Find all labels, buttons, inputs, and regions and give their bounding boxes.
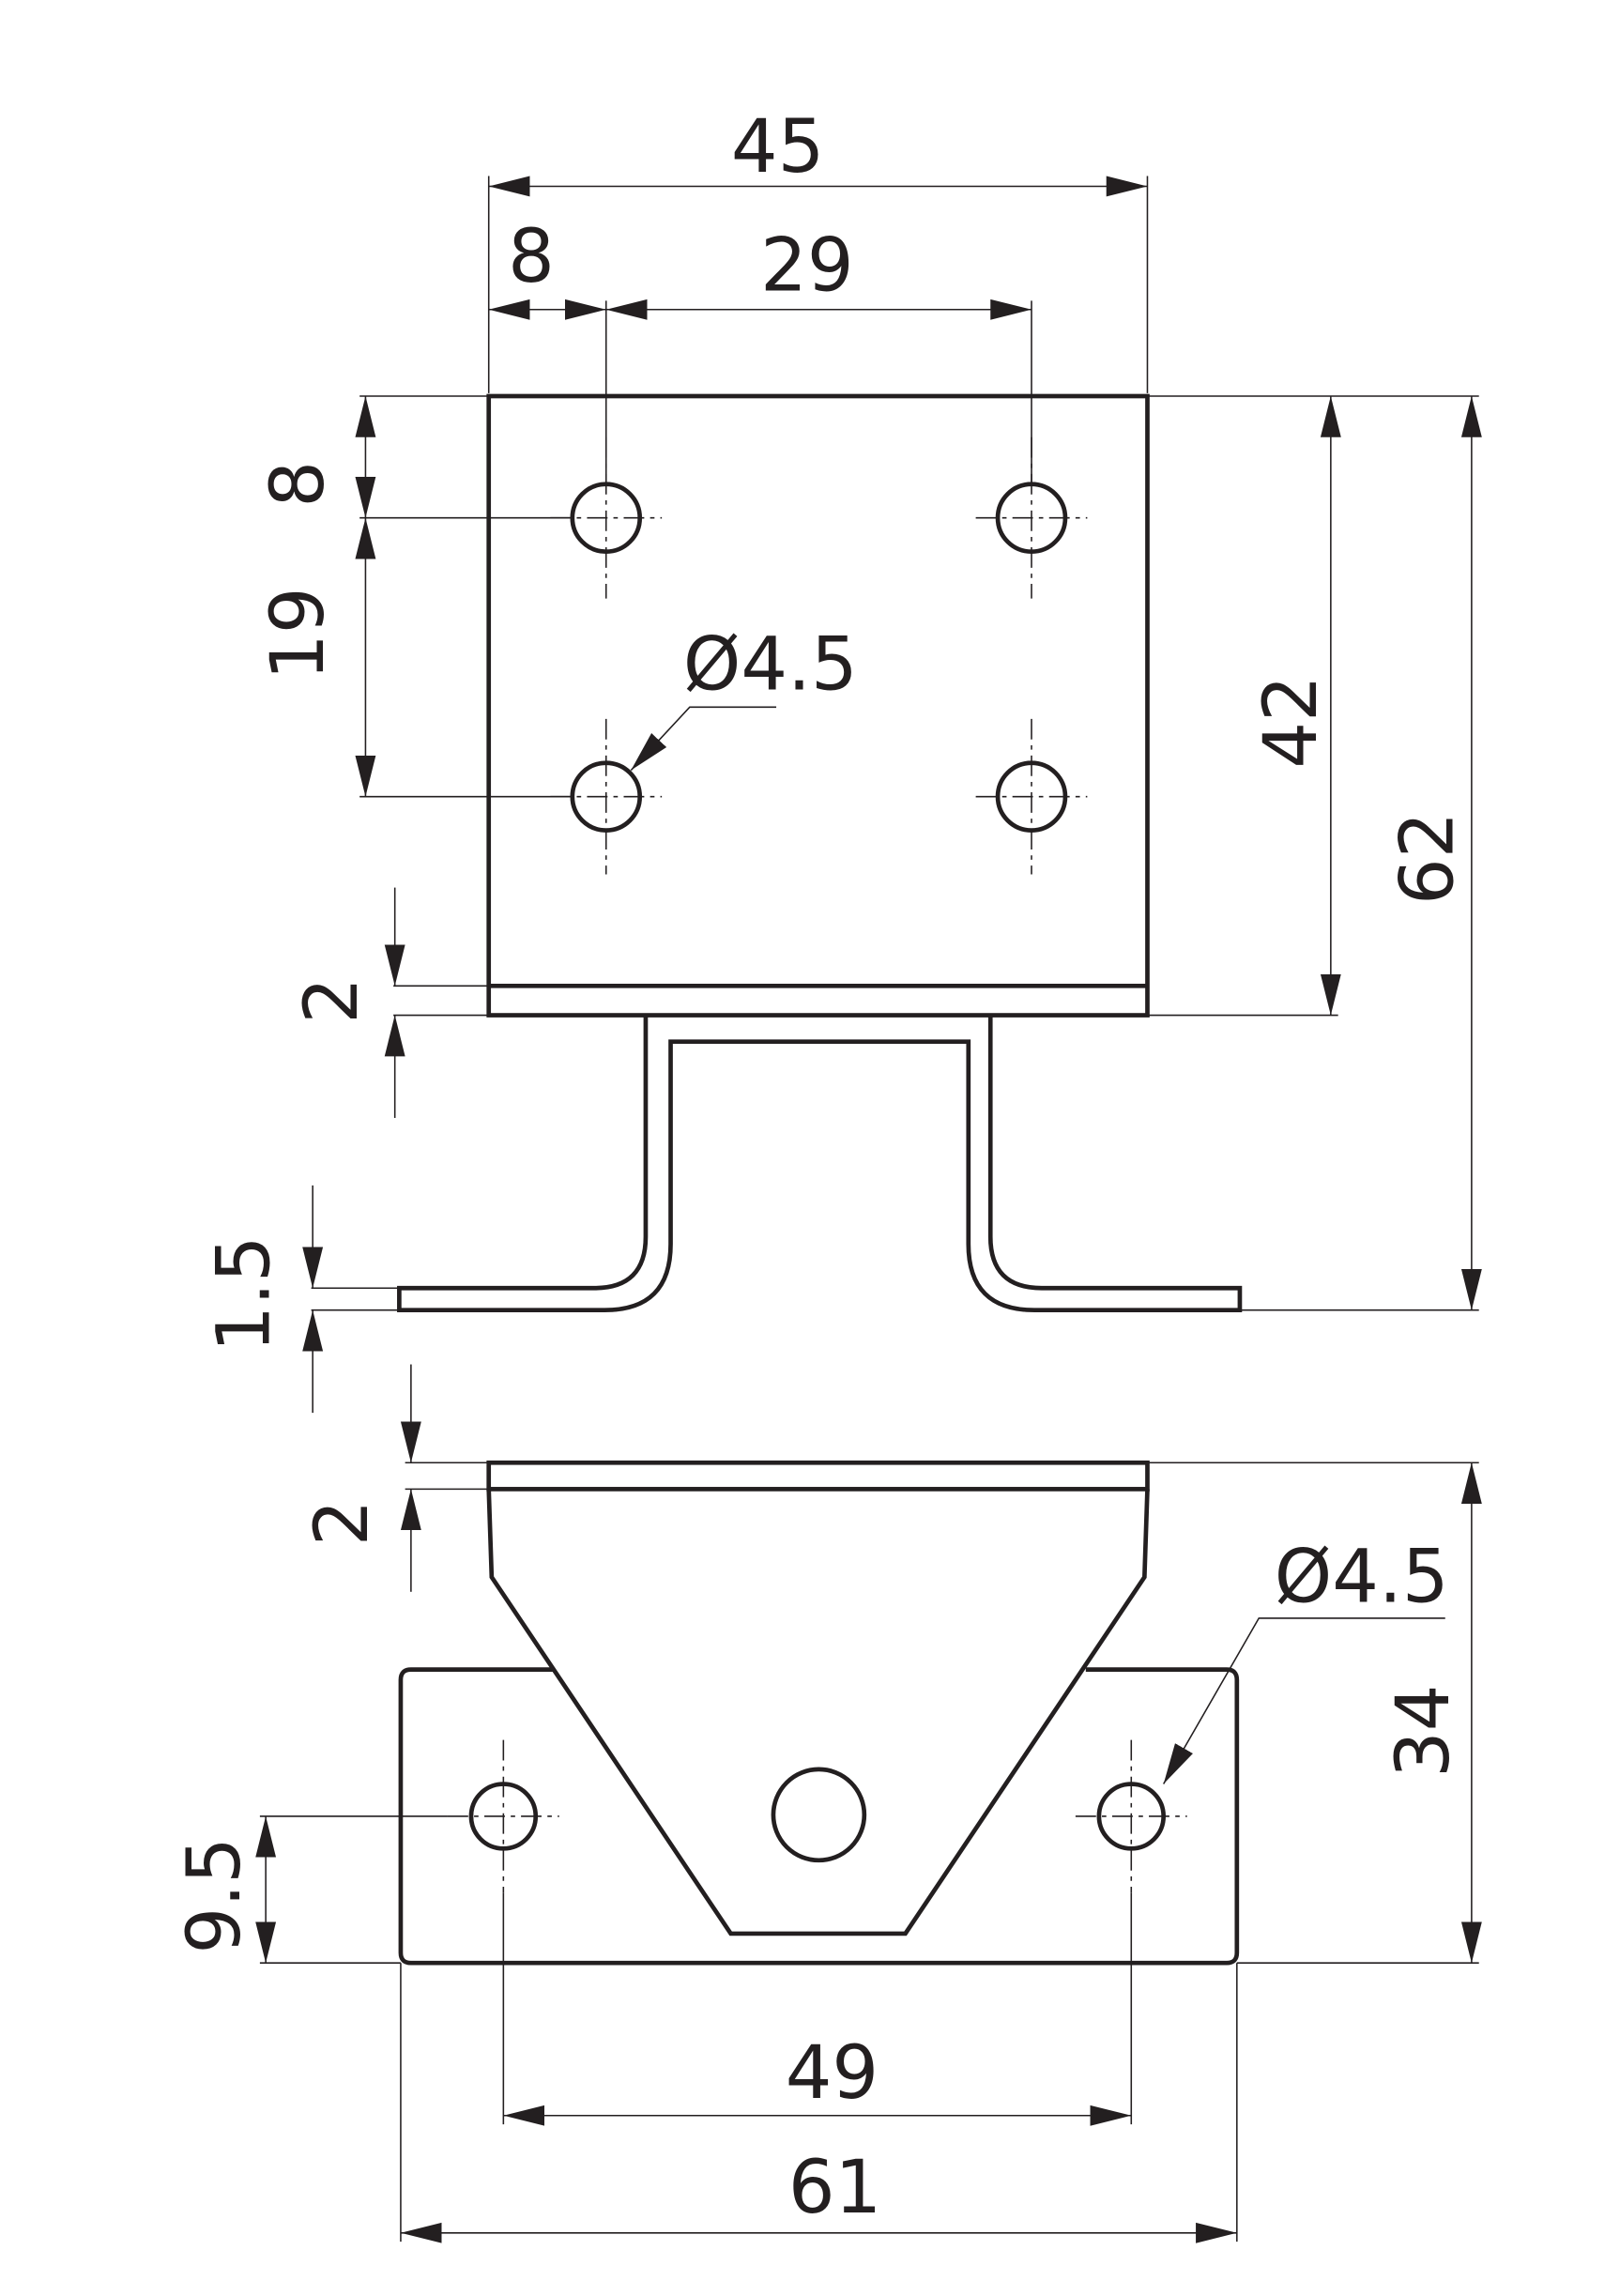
dim-plate-thickness-bottom: 2 (299, 1499, 385, 1546)
dim-bottom-hole-spacing: 49 (786, 2030, 879, 2116)
dim-plate-thickness-top: 2 (289, 977, 374, 1024)
dim-plate-height: 42 (1248, 675, 1334, 768)
dim-hole-spacing-x: 29 (760, 222, 853, 308)
dim-hole-offset-y: 8 (255, 461, 341, 508)
dim-overall-height: 62 (1385, 812, 1471, 905)
dim-hole-spacing-y: 19 (255, 587, 341, 680)
dimension-lines (255, 176, 1482, 2243)
dim-top-width: 45 (731, 104, 824, 190)
dim-bottom-height: 34 (1381, 1685, 1466, 1778)
dim-bottom-width: 61 (788, 2145, 881, 2230)
dim-foot-thickness: 1.5 (201, 1235, 286, 1352)
dim-hole-offset-x: 8 (508, 214, 555, 299)
dim-top-hole-diameter: Ø4.5 (683, 622, 858, 708)
bottom-view (398, 1460, 1240, 1966)
dim-bottom-hole-diameter: Ø4.5 (1275, 1535, 1449, 1620)
dim-bottom-hole-offset: 9.5 (172, 1837, 257, 1953)
side-profile (397, 1015, 1243, 1313)
